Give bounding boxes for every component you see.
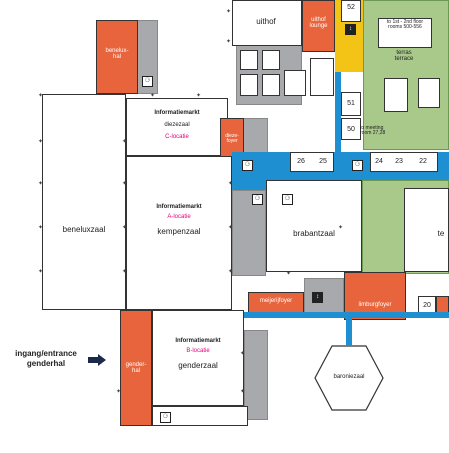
room-26-number: 26 <box>297 158 305 165</box>
door-marker: ✦ <box>38 139 44 145</box>
info-c-sub: C-locatie <box>165 134 189 140</box>
toilet-icon: ⚆ <box>242 160 253 171</box>
door-marker: ✦ <box>150 93 156 99</box>
elevator-icon: ↕ <box>312 292 323 303</box>
benelux-hal-room <box>96 20 138 94</box>
baronie-connector <box>346 318 352 346</box>
uithof-lounge-label: uithof lounge <box>309 17 328 30</box>
genderzaal-room <box>152 310 244 406</box>
kempenzaal-label: kempenzaal <box>157 227 201 236</box>
benelux-hal-label: benelux- hal <box>105 48 129 61</box>
gender-hal-room <box>120 310 152 426</box>
room-row <box>290 152 334 172</box>
door-marker: ✦ <box>116 389 122 395</box>
door-marker: ✦ <box>228 225 234 231</box>
small-room-b <box>262 50 280 70</box>
genderzaal-label: genderzaal <box>178 361 218 370</box>
door-marker: ✦ <box>122 139 128 145</box>
room-52-number: 52 <box>347 4 355 11</box>
door-marker: ✦ <box>196 93 202 99</box>
info-a-sub: A-locatie <box>167 214 191 220</box>
info-c-title: Informatiemarkt <box>154 110 200 116</box>
door-marker: ✦ <box>38 269 44 275</box>
diezezaal-label: diezezaal <box>164 122 190 128</box>
small-room-f <box>310 58 334 96</box>
room-20-number: 20 <box>423 302 431 309</box>
brabantzaal-label: brabantzaal <box>293 229 335 238</box>
corridor-south <box>232 312 449 318</box>
info-b-sub: B-locatie <box>186 348 210 354</box>
foyer-service <box>304 278 344 318</box>
room-52-box <box>341 0 361 22</box>
uithof-room <box>232 0 302 46</box>
baroniezaal-room <box>314 345 384 411</box>
toilet-icon: ⚆ <box>282 194 293 205</box>
info-b-title: Informatiemarkt <box>175 338 221 344</box>
terrace-label: terras terrace <box>394 50 414 63</box>
baroniezaal-label: baroniezaal <box>333 374 365 380</box>
beneluxzaal-label: beneluxzaal <box>62 225 106 234</box>
door-marker: ✦ <box>122 181 128 187</box>
brabantzaal-room <box>266 180 362 272</box>
door-marker: ✦ <box>38 181 44 187</box>
room-50-box <box>341 118 361 140</box>
meijerijfoyer-label: meijerijfoyer <box>259 298 293 304</box>
door-marker: ✦ <box>226 9 232 15</box>
door-marker: ✦ <box>286 271 292 277</box>
toilet-icon: ⚆ <box>142 76 153 87</box>
door-marker: ✦ <box>122 225 128 231</box>
toilet-icon: ⚆ <box>352 160 363 171</box>
to-first-floor-note: to 1st - 2nd floor rooms 500-556 <box>386 19 424 31</box>
door-marker: ✦ <box>338 225 344 231</box>
door-marker: ✦ <box>38 225 44 231</box>
gender-annex <box>152 406 248 426</box>
entrance-label-2: genderhal <box>26 359 66 368</box>
room-row-2 <box>370 152 438 172</box>
corridor-vertical-right <box>335 72 341 152</box>
info-a-title: Informatiemarkt <box>156 204 202 210</box>
limburgfoyer-label: limburgfoyer <box>358 302 392 308</box>
east-hall-label: te <box>437 229 445 238</box>
kempenzaal-room <box>126 156 232 310</box>
gender-service <box>244 330 268 420</box>
room-23-number: 23 <box>395 158 403 165</box>
elevator-icon: ↕ <box>345 24 356 35</box>
beneluxzaal-room <box>42 94 126 310</box>
door-marker: ✦ <box>240 351 246 357</box>
toilet-icon: ⚆ <box>252 194 263 205</box>
entrance-label-1: ingang/entrance <box>15 349 77 358</box>
room-25-number: 25 <box>319 158 327 165</box>
terrace-box-2 <box>384 78 408 112</box>
room-22-number: 22 <box>419 158 427 165</box>
room-51-number: 51 <box>347 100 355 107</box>
uithof-lounge-room <box>302 0 335 52</box>
room-50-number: 50 <box>347 126 355 133</box>
dieze-foyer-label: dieze- foyer <box>225 133 239 145</box>
small-room-c <box>240 74 258 96</box>
terrace-box-3 <box>418 78 440 108</box>
toilet-icon: ⚆ <box>160 412 171 423</box>
terrace-box-1 <box>378 18 432 48</box>
to-meeting-note: to meeting room 27,28 <box>360 125 386 137</box>
uithof-label: uithof <box>256 17 276 26</box>
arrow-right-icon <box>88 354 106 366</box>
small-room-a <box>240 50 258 70</box>
door-marker: ✦ <box>38 93 44 99</box>
room-24-number: 24 <box>375 158 383 165</box>
door-marker: ✦ <box>228 269 234 275</box>
door-marker: ✦ <box>122 269 128 275</box>
door-marker: ✦ <box>240 389 246 395</box>
small-room-e <box>284 70 306 96</box>
door-marker: ✦ <box>226 39 232 45</box>
small-room-d <box>262 74 280 96</box>
door-marker: ✦ <box>228 181 234 187</box>
east-hall-room <box>404 188 449 272</box>
room-51-box <box>341 92 361 116</box>
gender-hal-label: gender- hal <box>125 362 147 375</box>
